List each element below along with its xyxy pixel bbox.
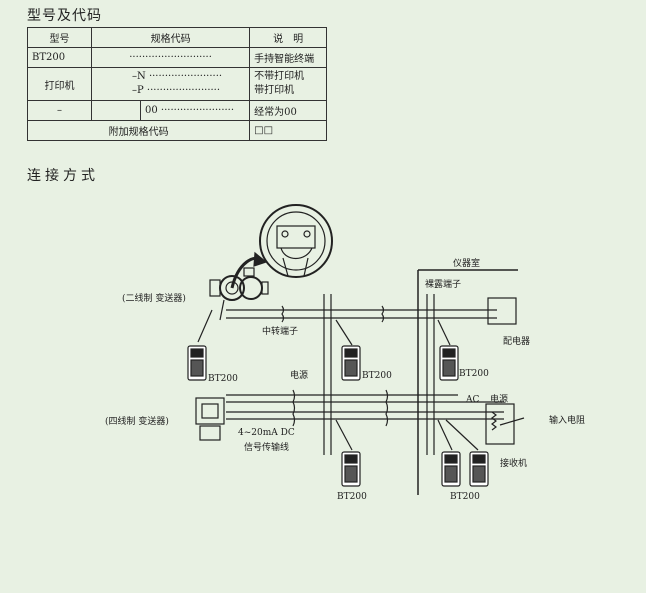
label-bare-terminal: 裸露端子 xyxy=(425,278,461,290)
label-input-resistor: 输入电阻 xyxy=(549,414,585,426)
label-instrument-room: 仪器室 xyxy=(453,257,480,269)
label-power: 电源 xyxy=(490,393,508,405)
cell-code: 00 ······················· xyxy=(139,100,251,121)
label-ac: AC xyxy=(465,395,479,405)
label-bt200: BT200 xyxy=(337,492,367,502)
two-wire-transmitter-icon xyxy=(209,267,269,301)
suffix-p: –P xyxy=(132,85,144,96)
label-bt200: BT200 xyxy=(362,371,392,381)
model-code-table: 型号 规格代码 说 明 BT200 ······················… xyxy=(26,27,327,141)
dots: ······················· xyxy=(148,71,223,82)
dots: ······················· xyxy=(146,85,221,96)
label-bt200: BT200 xyxy=(459,369,489,379)
cell-additional-code: 附加规格代码 xyxy=(26,120,251,141)
label-signal-line: 信号传输线 xyxy=(244,441,289,453)
label-distributor: 配电器 xyxy=(503,335,530,347)
label-signal-current: 4~20mA DC xyxy=(238,428,295,438)
receiver-terminal-icon xyxy=(469,451,489,487)
cell-desc-boxes: □□ xyxy=(249,120,327,141)
bt200-terminal-icon xyxy=(441,451,461,487)
bt200-terminal-icon xyxy=(187,345,207,381)
section-title-model-code: 型号及代码 xyxy=(27,8,102,24)
label-power: 电源 xyxy=(290,369,308,381)
section-title-connection: 连接方式 xyxy=(27,168,99,184)
label-bt200: BT200 xyxy=(208,374,238,384)
table-row: 附加规格代码 □□ xyxy=(26,120,327,141)
bt200-terminal-icon xyxy=(341,345,361,381)
label-receiver: 接收机 xyxy=(500,457,527,469)
suffix-n: –N xyxy=(132,71,146,82)
four-wire-transmitter-icon xyxy=(195,397,225,441)
bt200-terminal-icon xyxy=(439,345,459,381)
label-four-wire: (四线制 变送器) xyxy=(105,415,169,427)
cell-model: 打印机 xyxy=(27,67,92,101)
cell-code: –N ······················· –P ··········… xyxy=(90,67,251,101)
distributor-box xyxy=(487,297,517,325)
receiver-box xyxy=(485,403,515,445)
cell-desc: 不带打印机 带打印机 xyxy=(249,67,327,101)
label-two-wire: (二线制 变送器) xyxy=(122,292,186,304)
table-header-row: 型号 规格代码 说 明 xyxy=(27,27,327,48)
desc-with-printer: 带打印机 xyxy=(254,85,295,96)
desc-no-printer: 不带打印机 xyxy=(254,71,305,82)
table-row: 打印机 –N ······················· –P ······… xyxy=(27,67,327,101)
transmitter-detail-icon xyxy=(259,204,333,278)
label-relay-terminal: 中转端子 xyxy=(262,325,298,337)
label-bt200: BT200 xyxy=(450,492,480,502)
bt200-terminal-icon xyxy=(341,451,361,487)
